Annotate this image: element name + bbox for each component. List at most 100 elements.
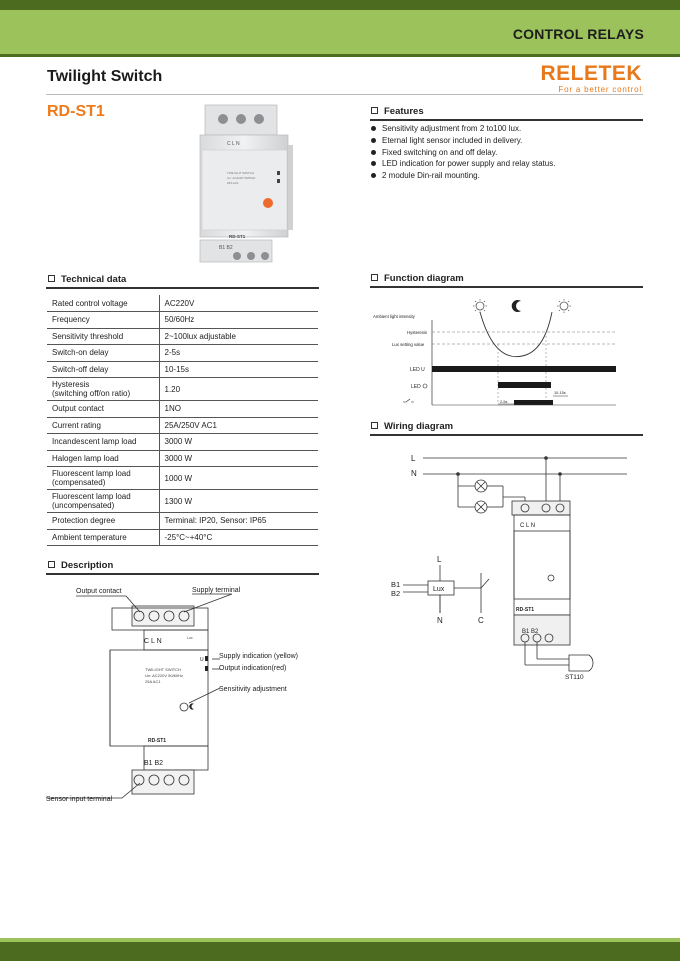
features-list: Sensitivity adjustment from 2 to100 lux.… — [370, 123, 640, 182]
table-cell-value: Terminal: IP20, Sensor: IP65 — [159, 512, 318, 530]
table-cell-key: Incandescent lamp load — [47, 433, 160, 451]
moon-icon — [189, 703, 194, 710]
device-terminal-labels: C L N — [144, 638, 162, 645]
footer-band — [0, 942, 680, 961]
table-row: Fluorescent lamp load(compensated)1000 W — [47, 466, 318, 490]
description-rule — [46, 573, 319, 575]
photo-device-rating: Un: AC220V 50/60Hz — [227, 176, 256, 180]
list-item: Eternal light sensor included in deliver… — [370, 135, 640, 147]
output-indication-callout: Output indication(red) — [219, 665, 286, 672]
table-cell-key: Protection degree — [47, 512, 160, 530]
function-heading-label: Function diagram — [384, 273, 464, 284]
product-photo: C L N TWILIGHT SWITCH Un: AC220V 50/60Hz… — [199, 104, 293, 263]
table-cell-value: 1300 W — [159, 489, 318, 513]
checkbox-square-icon — [371, 274, 378, 281]
photo-device-name: TWILIGHT SWITCH — [227, 171, 254, 175]
wiring-N: N — [411, 469, 417, 478]
brand-logo: RELETEK — [540, 62, 642, 85]
sensor-model-label: ST110 — [565, 674, 584, 681]
table-cell-key-line: (uncompensated) — [52, 501, 115, 510]
table-cell-key-line: Fluorescent lamp load — [52, 492, 131, 501]
function-rule — [370, 286, 643, 288]
technical-heading-label: Technical data — [61, 274, 127, 285]
table-cell-value: 2~100lux adjustable — [159, 328, 318, 345]
table-cell-key: Switch-on delay — [47, 344, 160, 362]
header-band-line — [0, 54, 680, 57]
supply-indication-callout: Supply indication (yellow) — [219, 653, 298, 660]
led-output-indicator — [205, 666, 208, 671]
table-row: Fluorescent lamp load(uncompensated)1300… — [47, 489, 318, 513]
table-cell-key-line: Hysteresis — [52, 380, 90, 389]
contact-symbol-icon — [403, 398, 414, 403]
wiring-device-model: RD-ST1 — [516, 607, 534, 613]
table-cell-value: -25°C~+40°C — [159, 529, 318, 546]
wiring-rule — [370, 434, 643, 436]
list-item: 2 module Din-rail mounting. — [370, 170, 640, 182]
model-number: RD-ST1 — [47, 103, 105, 120]
device-current-label: 25A AC1 — [145, 679, 161, 684]
table-cell-key: Frequency — [47, 311, 160, 329]
photo-terminal-labels: C L N — [227, 141, 240, 147]
table-cell-value: 1.20 — [159, 377, 318, 401]
features-heading-label: Features — [384, 106, 424, 117]
table-row: Hysteresis(switching off/on ratio)1.20 — [47, 377, 318, 401]
description-heading: Description — [48, 560, 113, 574]
photo-b-terms: B1 B2 — [219, 245, 233, 251]
function-diagram: Ambient light intensity Hysteresis Lux s… — [373, 299, 616, 406]
sun-icon — [473, 299, 487, 313]
t-on-label: 2-5s — [500, 400, 507, 404]
moon-icon — [511, 300, 521, 312]
category-title: CONTROL RELAYS — [512, 26, 644, 42]
table-cell-key: Hysteresis(switching off/on ratio) — [47, 377, 160, 401]
table-cell-key: Fluorescent lamp load(uncompensated) — [47, 489, 160, 513]
table-cell-value: 1000 W — [159, 466, 318, 490]
list-item: LED indication for power supply and rela… — [370, 158, 640, 170]
list-item: Fixed switching on and off delay. — [370, 147, 640, 159]
function-heading: Function diagram — [371, 273, 464, 287]
title-divider — [46, 94, 643, 95]
led-u-indicator — [205, 656, 208, 661]
wiring-L: L — [411, 454, 416, 463]
sensor-C-label: C — [478, 616, 484, 625]
table-cell-value: 25A/250V AC1 — [159, 417, 318, 434]
header-band-top — [0, 0, 680, 10]
description-diagram: Output contact Supply terminal Supply in… — [46, 587, 298, 803]
table-cell-key-line: (switching off/on ratio) — [52, 389, 131, 398]
sun-icon — [557, 299, 571, 313]
table-cell-key: Ambient temperature — [47, 529, 160, 546]
table-cell-key: Switch-off delay — [47, 361, 160, 378]
lux-box-label: Lux — [433, 586, 445, 593]
features-heading: Features — [371, 106, 424, 120]
table-cell-value: 1NO — [159, 400, 318, 418]
device-b-labels: B1 B2 — [144, 760, 163, 767]
device-name-label: TWILIGHT SWITCH — [145, 667, 181, 672]
sensor-B1-label: B1 — [391, 580, 400, 589]
wiring-diagram: L N C L N B1 B2 RD-ST1 L B1 B2 Lux N C S… — [391, 454, 627, 681]
sensor-L-label: L — [437, 555, 442, 564]
technical-heading: Technical data — [48, 274, 126, 288]
supply-terminal-callout: Supply terminal — [192, 587, 241, 594]
sensor-N-label: N — [437, 616, 443, 625]
sensor-input-callout: Sensor input terminal — [46, 796, 113, 803]
checkbox-square-icon — [48, 561, 55, 568]
table-cell-key: Rated control voltage — [47, 295, 160, 312]
wiring-device-b: B1 B2 — [522, 629, 539, 635]
table-cell-value: 10-15s — [159, 361, 318, 378]
photo-model-label: RD-ST1 — [229, 234, 246, 239]
output-contact-callout: Output contact — [76, 588, 122, 595]
sensitivity-callout: Sensitivity adjustment — [219, 686, 287, 693]
table-cell-value: 50/60Hz — [159, 311, 318, 329]
description-heading-label: Description — [61, 560, 114, 571]
table-cell-key: Current rating — [47, 417, 160, 434]
led-relay-label: LED — [411, 384, 421, 390]
checkbox-square-icon — [371, 422, 378, 429]
ambient-label: Ambient light intensity — [373, 314, 416, 319]
